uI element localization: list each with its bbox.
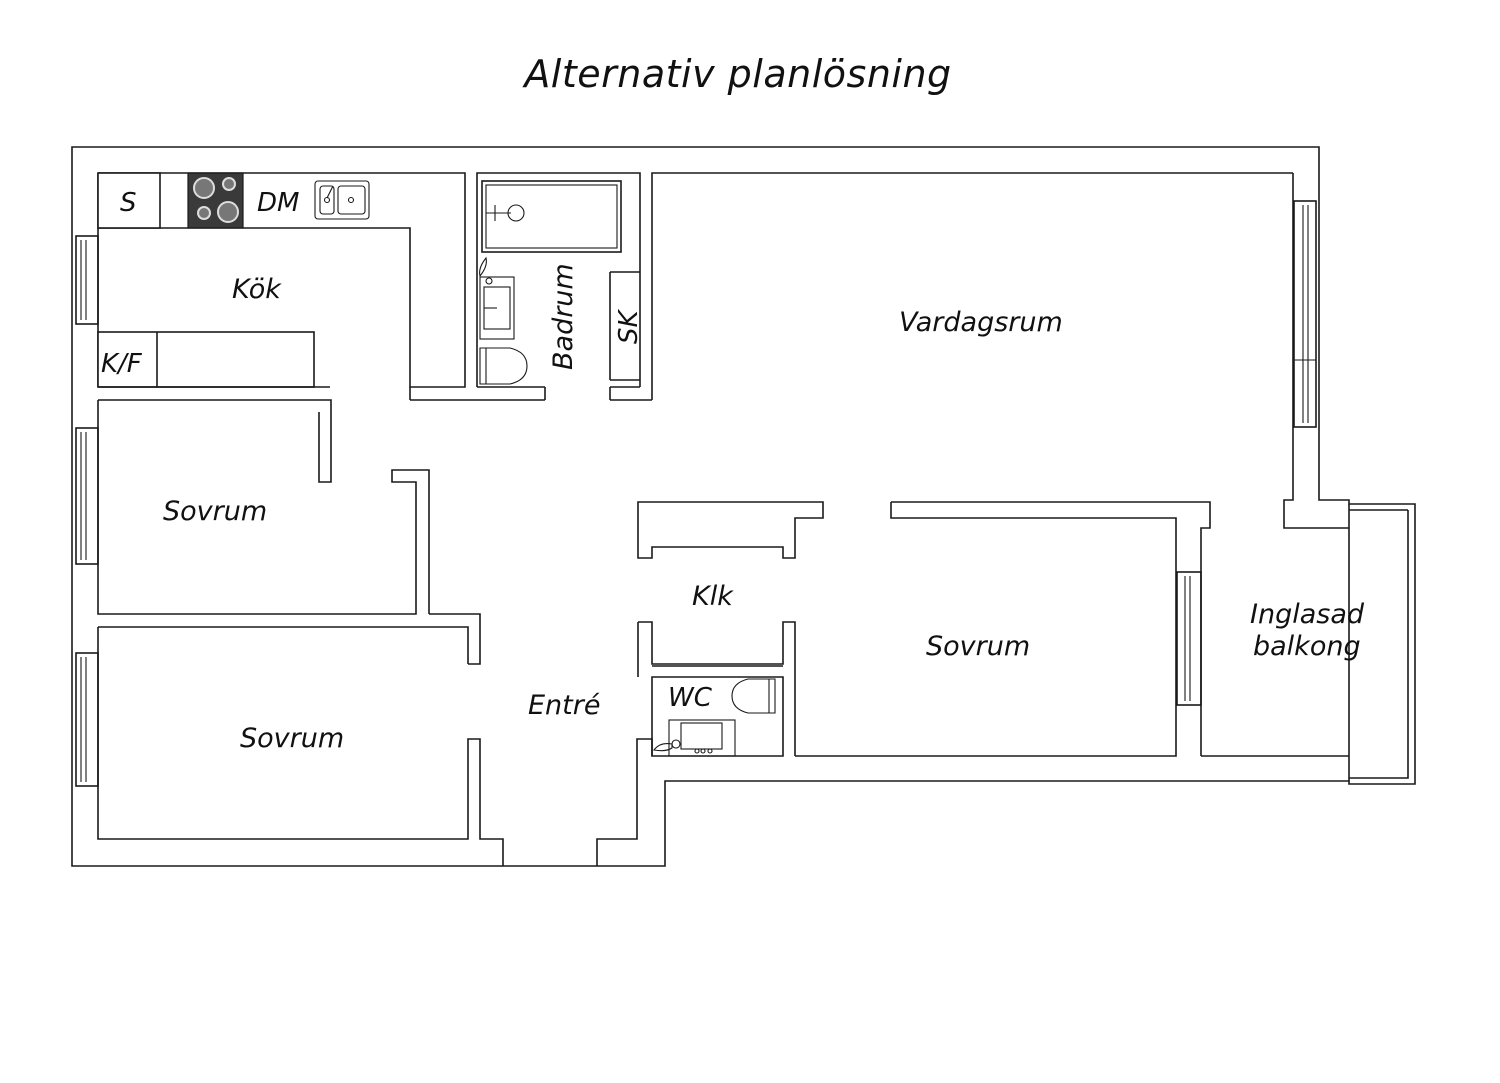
fixture-sk: SK — [614, 308, 644, 344]
plan-title: Alternativ planlösning — [524, 52, 952, 96]
room-vardagsrum: Vardagsrum — [899, 307, 1063, 338]
wc-washbasin-icon — [653, 719, 736, 757]
washbasin-icon — [479, 256, 515, 340]
bathtub-icon — [481, 180, 622, 253]
fixture-kf: K/F — [101, 349, 143, 379]
room-balkong-line1: Inglasad — [1250, 599, 1365, 630]
room-sovrum-2: Sovrum — [240, 723, 344, 754]
kitchen-sink-icon — [314, 180, 370, 220]
wc-toilet-icon — [731, 678, 776, 714]
room-sovrum-1: Sovrum — [163, 496, 267, 527]
living-room — [1283, 173, 1349, 529]
room-wc: WC — [668, 683, 713, 713]
room-klk: Klk — [692, 581, 734, 612]
bedroom-3 — [795, 501, 1349, 757]
window-kitchen — [75, 235, 99, 325]
window-bedroom-1 — [75, 427, 99, 565]
window-bedroom-2 — [75, 652, 99, 787]
stove-icon — [187, 172, 244, 229]
room-kok: Kök — [232, 274, 282, 305]
kitchen — [97, 172, 545, 401]
outer-wall — [71, 146, 1416, 867]
room-entre: Entré — [528, 690, 600, 721]
closet — [637, 501, 824, 757]
room-badrum: Badrum — [548, 263, 579, 370]
window-bedroom-3 — [1176, 571, 1202, 706]
window-living-room — [1293, 200, 1317, 428]
fixture-s: S — [120, 188, 137, 218]
toilet-icon — [479, 347, 528, 385]
room-balkong-line2: balkong — [1253, 631, 1361, 662]
fixture-dm: DM — [257, 188, 299, 218]
bathroom — [476, 172, 1293, 401]
bedroom-2 — [97, 626, 653, 866]
room-sovrum-3: Sovrum — [926, 631, 1030, 662]
bedroom-1 — [97, 399, 481, 665]
